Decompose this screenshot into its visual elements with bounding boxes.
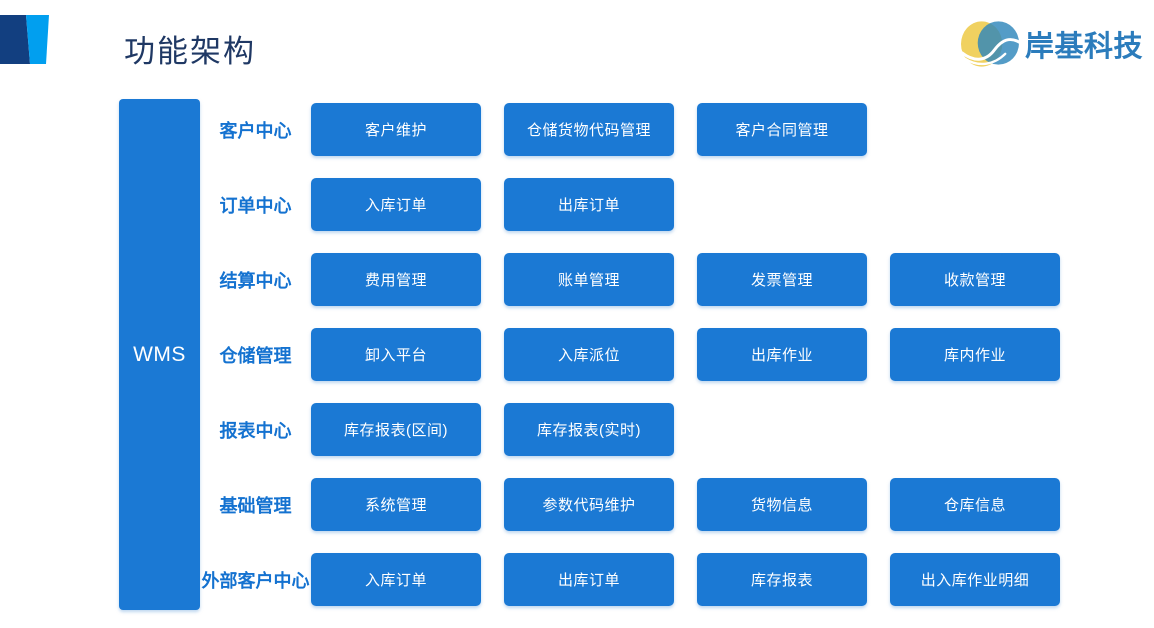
wms-label: WMS (133, 342, 186, 366)
module-box: 出入库作业明细 (890, 553, 1060, 606)
module-boxes: 费用管理账单管理发票管理收款管理 (311, 253, 1060, 306)
diagram-row: 订单中心入库订单出库订单 (200, 178, 1060, 231)
module-box: 入库订单 (311, 178, 481, 231)
category-label: 结算中心 (219, 270, 292, 291)
module-box: 库存报表 (697, 553, 867, 606)
module-boxes: 库存报表(区间) 库存报表(实时) (311, 403, 674, 456)
company-logo: 岸基科技 (961, 19, 1143, 69)
module-box: 库内作业 (890, 328, 1060, 381)
module-boxes: 入库订单出库订单库存报表出入库作业明细 (311, 553, 1060, 606)
category-label: 外部客户中心 (201, 570, 310, 591)
category-label: 基础管理 (219, 495, 292, 516)
module-box: 出库作业 (697, 328, 867, 381)
category-label: 订单中心 (219, 195, 292, 216)
company-name: 岸基科技 (1025, 31, 1144, 63)
module-box: 货物信息 (697, 478, 867, 531)
module-box: 出库订单 (504, 553, 674, 606)
module-boxes: 客户维护仓储货物代码管理客户合同管理 (311, 103, 867, 156)
module-box: 卸入平台 (311, 328, 481, 381)
module-boxes: 卸入平台入库派位出库作业库内作业 (311, 328, 1060, 381)
module-box: 账单管理 (504, 253, 674, 306)
module-box: 系统管理 (311, 478, 481, 531)
diagram-row: 外部客户中心入库订单出库订单库存报表出入库作业明细 (200, 553, 1060, 606)
diagram-row: 仓储管理卸入平台入库派位出库作业库内作业 (200, 328, 1060, 381)
module-rows: 客户中心客户维护仓储货物代码管理客户合同管理订单中心入库订单出库订单结算中心费用… (200, 103, 1060, 628)
category-label: 客户中心 (219, 120, 292, 141)
category-label: 报表中心 (219, 420, 292, 441)
module-box: 发票管理 (697, 253, 867, 306)
module-box: 客户维护 (311, 103, 481, 156)
module-box: 库存报表(区间) (311, 403, 481, 456)
module-box: 入库派位 (504, 328, 674, 381)
page-title: 功能架构 (124, 34, 256, 69)
module-box: 收款管理 (890, 253, 1060, 306)
module-box: 出库订单 (504, 178, 674, 231)
module-box: 入库订单 (311, 553, 481, 606)
module-box: 仓库信息 (890, 478, 1060, 531)
module-box: 库存报表(实时) (504, 403, 674, 456)
category-label: 仓储管理 (219, 345, 292, 366)
diagram-row: 结算中心费用管理账单管理发票管理收款管理 (200, 253, 1060, 306)
diagram-row: 基础管理系统管理参数代码维护货物信息仓库信息 (200, 478, 1060, 531)
wms-root-node: WMS (119, 99, 200, 610)
corner-decoration-icon (0, 15, 49, 64)
module-box: 参数代码维护 (504, 478, 674, 531)
wave-sphere-icon (961, 21, 1020, 67)
diagram-row: 报表中心库存报表(区间) 库存报表(实时) (200, 403, 1060, 456)
module-box: 仓储货物代码管理 (504, 103, 674, 156)
diagram-row: 客户中心客户维护仓储货物代码管理客户合同管理 (200, 103, 1060, 156)
module-boxes: 系统管理参数代码维护货物信息仓库信息 (311, 478, 1060, 531)
module-box: 费用管理 (311, 253, 481, 306)
module-box: 客户合同管理 (697, 103, 867, 156)
module-boxes: 入库订单出库订单 (311, 178, 674, 231)
